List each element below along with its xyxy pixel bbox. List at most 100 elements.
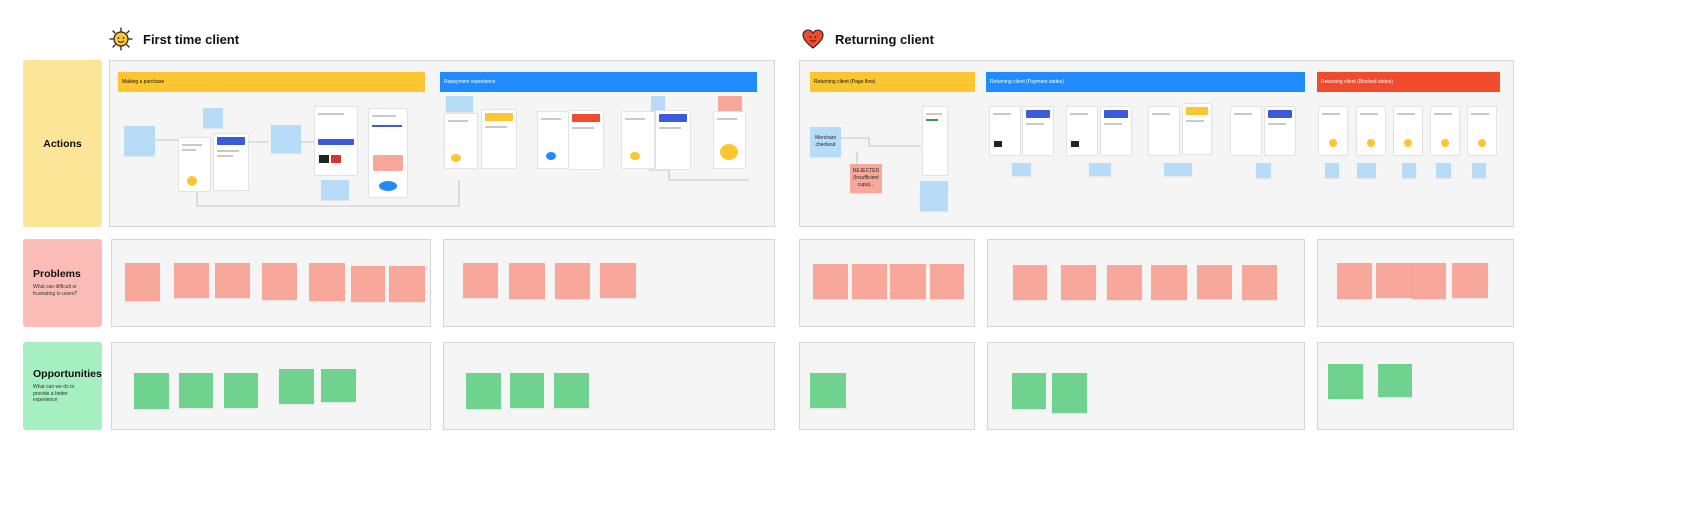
opportunity-sticky[interactable] — [1328, 364, 1363, 399]
problem-sticky[interactable] — [351, 266, 385, 302]
returning-page-flow-bar: Returning client (Page flow) — [810, 72, 975, 92]
problems-row-title: Problems — [33, 268, 81, 281]
returning-page-flow-label: Returning client (Page flow) — [814, 79, 876, 85]
problem-sticky[interactable] — [215, 263, 250, 298]
problem-sticky[interactable] — [555, 263, 590, 299]
screen-mockup[interactable] — [1148, 106, 1180, 156]
screen-mockup[interactable] — [655, 110, 691, 170]
problem-sticky[interactable] — [1337, 263, 1372, 299]
problem-sticky[interactable] — [1242, 265, 1277, 300]
screen-mockup[interactable] — [1318, 106, 1348, 156]
returning-client-title: Returning client — [835, 31, 934, 47]
returning-blocked-states-label: Returning client (Blocked states) — [1321, 79, 1393, 85]
heart-face-icon — [802, 29, 824, 49]
actions-row-label: Actions — [23, 60, 102, 227]
screen-mockup[interactable] — [568, 110, 604, 170]
opportunity-sticky[interactable] — [1012, 373, 1046, 409]
screen-mockup[interactable] — [1230, 106, 1262, 156]
problem-sticky[interactable] — [1013, 265, 1047, 300]
opportunity-sticky[interactable] — [554, 373, 589, 408]
opportunity-sticky[interactable] — [1378, 364, 1412, 397]
merchant-checkout-label: Merchant checkout — [815, 135, 836, 148]
sun-face-icon — [109, 27, 133, 51]
screen-mockup[interactable] — [1100, 106, 1132, 156]
screen-mockup[interactable] — [922, 106, 948, 176]
opportunity-sticky[interactable] — [466, 373, 501, 409]
problem-sticky[interactable] — [813, 264, 848, 299]
screen-mockup[interactable] — [444, 113, 478, 169]
first-time-client-header: First time client — [109, 27, 239, 51]
problem-sticky[interactable] — [1061, 265, 1096, 300]
repayment-experience-bar: Repayment experience — [440, 72, 757, 92]
screen-mockup[interactable] — [1066, 106, 1098, 156]
action-note[interactable] — [124, 126, 155, 156]
screen-mockup[interactable] — [178, 137, 211, 192]
opportunity-sticky[interactable] — [1052, 373, 1087, 413]
problem-sticky[interactable] — [600, 263, 636, 298]
problem-sticky[interactable] — [125, 263, 160, 301]
screen-mockup[interactable] — [537, 111, 572, 169]
screen-mockup[interactable] — [1264, 106, 1296, 156]
action-note[interactable] — [1164, 163, 1192, 176]
action-note[interactable] — [1325, 163, 1339, 178]
problem-sticky[interactable] — [1107, 265, 1142, 300]
problem-sticky[interactable] — [890, 264, 926, 299]
action-note[interactable] — [446, 96, 473, 112]
screen-mockup[interactable] — [989, 106, 1021, 156]
making-purchase-label: Making a purchase — [122, 79, 165, 85]
actions-row-title: Actions — [43, 137, 82, 150]
screen-mockup[interactable] — [1393, 106, 1423, 156]
screen-mockup[interactable] — [213, 133, 249, 191]
problem-sticky[interactable] — [309, 263, 345, 301]
screen-mockup[interactable] — [1356, 106, 1386, 156]
problem-sticky[interactable] — [1376, 263, 1412, 298]
opportunities-frame-page-flow[interactable] — [799, 342, 975, 430]
action-note[interactable] — [1357, 163, 1376, 178]
problem-sticky[interactable] — [389, 266, 425, 302]
action-note[interactable] — [651, 96, 665, 112]
opportunity-sticky[interactable] — [510, 373, 544, 408]
screen-mockup[interactable] — [1022, 106, 1054, 156]
screen-mockup[interactable] — [481, 109, 517, 169]
action-note[interactable] — [718, 96, 742, 112]
problem-sticky[interactable] — [1151, 265, 1187, 300]
screen-mockup[interactable] — [1182, 103, 1212, 155]
screen-mockup[interactable] — [621, 111, 655, 169]
action-note[interactable] — [1256, 163, 1271, 178]
problem-sticky[interactable] — [463, 263, 498, 298]
action-note[interactable] — [1402, 163, 1416, 178]
screen-mockup[interactable] — [1467, 106, 1497, 156]
action-note[interactable] — [1089, 163, 1111, 176]
opportunity-sticky[interactable] — [134, 373, 169, 409]
problem-sticky[interactable] — [1412, 263, 1446, 299]
opportunity-sticky[interactable] — [224, 373, 258, 408]
problem-sticky[interactable] — [174, 263, 209, 298]
returning-blocked-states-bar: Returning client (Blocked states) — [1317, 72, 1500, 92]
action-note[interactable] — [1472, 163, 1486, 178]
rejected-note[interactable]: REJECTED (Insufficient cupo)... — [850, 164, 882, 193]
action-note[interactable] — [1012, 163, 1031, 176]
problem-sticky[interactable] — [852, 264, 887, 299]
screen-mockup[interactable] — [368, 108, 408, 198]
problem-sticky[interactable] — [262, 263, 297, 300]
opportunity-sticky[interactable] — [279, 369, 314, 404]
action-note[interactable] — [271, 125, 301, 153]
merchant-checkout-note[interactable]: Merchant checkout — [810, 127, 841, 157]
screen-mockup[interactable] — [314, 106, 358, 176]
opportunity-sticky[interactable] — [179, 373, 213, 408]
problem-sticky[interactable] — [930, 264, 964, 299]
opportunities-row-title: Opportunities — [33, 367, 102, 380]
action-note[interactable] — [203, 108, 223, 128]
opportunity-sticky[interactable] — [810, 373, 846, 408]
action-note[interactable] — [1436, 163, 1451, 178]
problem-sticky[interactable] — [1452, 263, 1488, 298]
screen-mockup[interactable] — [713, 111, 746, 169]
problems-row-label: Problems What can difficult or frustrati… — [23, 239, 102, 327]
problem-sticky[interactable] — [509, 263, 545, 299]
problem-sticky[interactable] — [1197, 265, 1232, 299]
screen-mockup[interactable] — [1430, 106, 1460, 156]
action-note[interactable] — [920, 181, 948, 211]
returning-client-header: Returning client — [801, 27, 934, 51]
opportunity-sticky[interactable] — [321, 369, 356, 402]
action-note[interactable] — [321, 180, 349, 200]
